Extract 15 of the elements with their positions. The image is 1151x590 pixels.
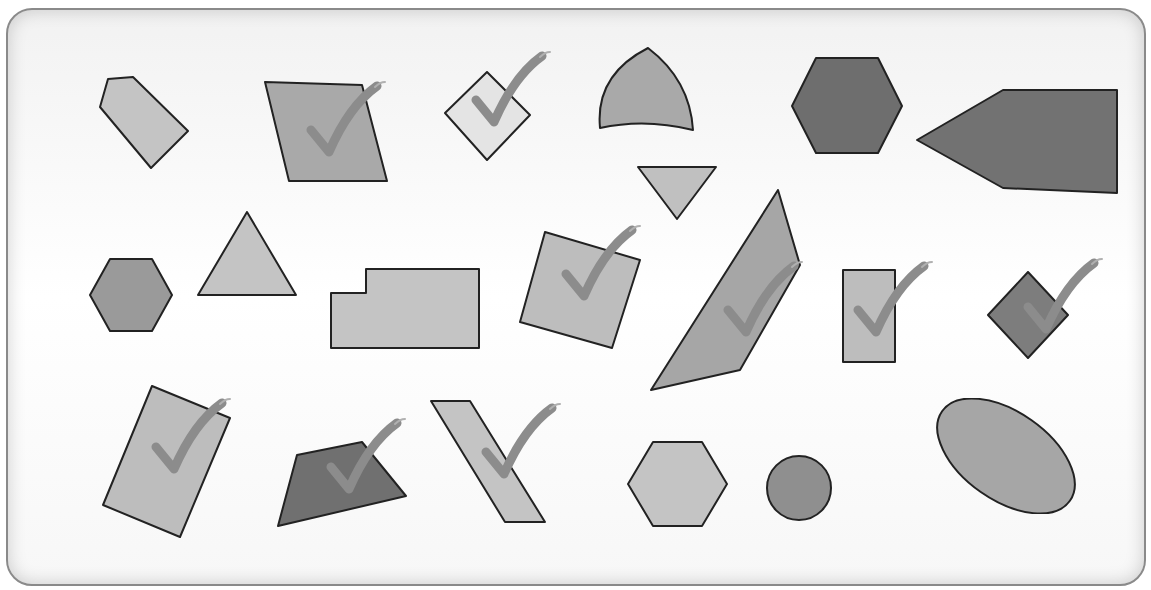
- parallelogram-shape: [430, 400, 546, 523]
- diamond-shape: [987, 271, 1069, 359]
- quadrilateral-shape: [650, 189, 801, 391]
- hexagon-shape: [89, 258, 173, 332]
- hexagon-shape: [627, 441, 728, 527]
- trapezoid-shape: [277, 441, 407, 527]
- circle-shape: [766, 455, 832, 521]
- triangle-shape: [637, 166, 717, 220]
- diamond-shape: [444, 71, 531, 161]
- hexagon-shape: [330, 268, 480, 349]
- triangle-shape: [197, 211, 297, 296]
- pentagon-shape: [99, 76, 189, 169]
- hexagon-shape: [791, 57, 903, 154]
- quadrilateral-shape: [264, 81, 388, 182]
- pentagon-shape: [916, 89, 1118, 194]
